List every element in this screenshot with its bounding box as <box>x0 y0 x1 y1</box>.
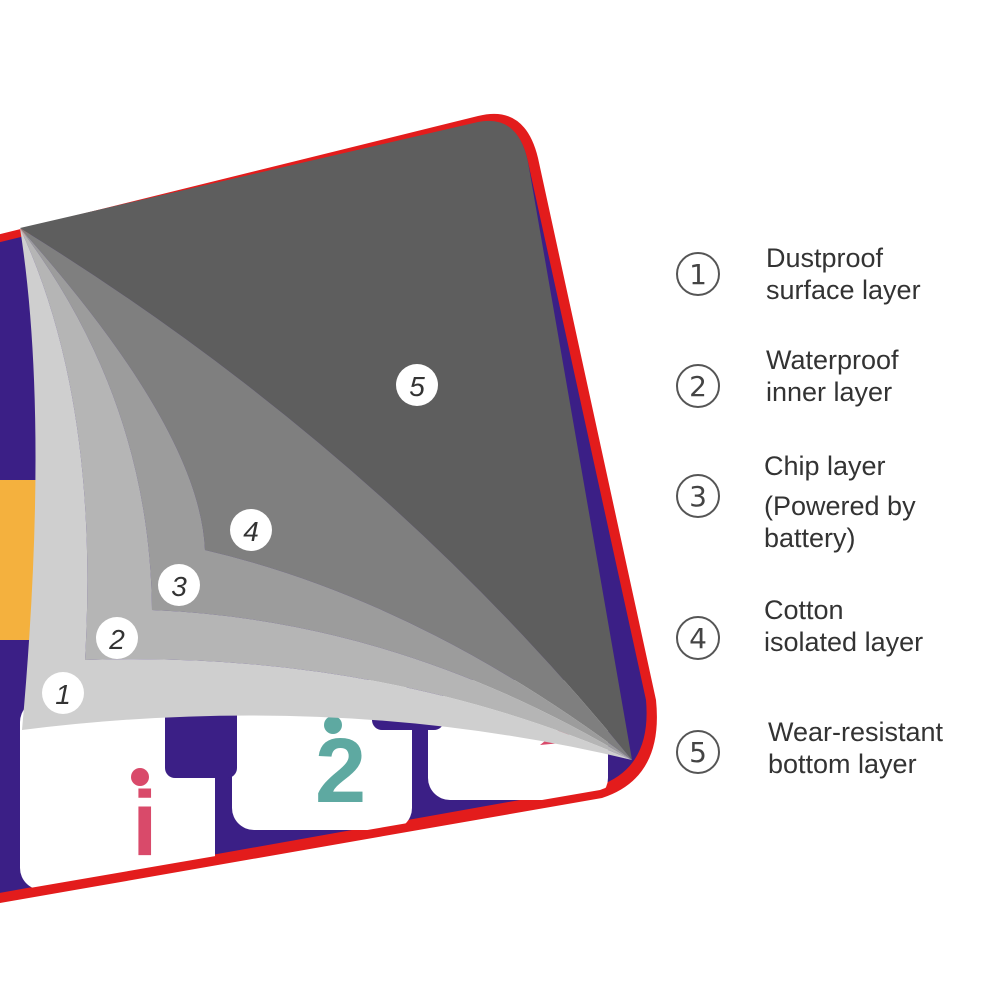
legend-number-3: 3 <box>676 474 720 518</box>
layer-4-cotton <box>20 228 632 760</box>
legend-line: Cotton <box>764 595 844 625</box>
svg-text:4: 4 <box>243 516 259 547</box>
legend-line: Wear-resistant <box>768 717 944 747</box>
legend-line: bottom layer <box>768 749 917 779</box>
callout-2: 2 <box>96 617 138 659</box>
svg-text:5: 5 <box>409 371 425 402</box>
legend-item-4: 4 Cotton isolated layer <box>676 594 986 684</box>
layer-3-chip <box>20 228 632 760</box>
svg-text:i: i <box>132 773 158 875</box>
callout-1: 1 <box>42 672 84 714</box>
callout-3: 3 <box>158 564 200 606</box>
layer-1-dustproof <box>20 228 632 760</box>
legend-line: inner layer <box>766 377 893 407</box>
legend-line: Dustproof <box>766 243 884 273</box>
legend-item-3: 3 Chip layer (Powered by battery) <box>676 450 986 560</box>
legend-line: surface layer <box>766 275 921 305</box>
legend-line: battery) <box>764 523 856 553</box>
svg-text:2: 2 <box>315 720 366 822</box>
callout-5: 5 <box>396 364 438 406</box>
legend-number-2: 2 <box>676 364 720 408</box>
legend-line: Waterproof <box>766 345 899 375</box>
legend-label-5: Wear-resistant bottom layer <box>768 716 943 780</box>
legend-label-2: Waterproof inner layer <box>766 344 899 408</box>
legend-label-1: Dustproof surface layer <box>766 242 921 306</box>
legend-label-4: Cotton isolated layer <box>764 594 923 658</box>
legend-item-5: 5 Wear-resistant bottom layer <box>676 716 986 806</box>
legend-item-2: 2 Waterproof inner layer <box>676 344 986 434</box>
legend-number-4: 4 <box>676 616 720 660</box>
note-one-glyph: i <box>131 768 158 875</box>
note-two-glyph: 2 <box>315 716 366 822</box>
svg-text:2: 2 <box>108 624 125 655</box>
legend-line: (Powered by <box>764 491 916 521</box>
legend-number-1: 1 <box>676 252 720 296</box>
svg-text:1: 1 <box>55 679 71 710</box>
callout-4: 4 <box>230 509 272 551</box>
legend-item-1: 1 Dustproof surface layer <box>676 242 986 332</box>
legend-number-5: 5 <box>676 730 720 774</box>
legend-label-3: Chip layer (Powered by battery) <box>764 450 916 554</box>
layer-2-waterproof <box>20 228 632 760</box>
svg-text:3: 3 <box>171 571 187 602</box>
layer-5-bottom <box>20 120 632 761</box>
legend-line: isolated layer <box>764 627 924 657</box>
legend-line: Chip layer <box>764 451 886 481</box>
